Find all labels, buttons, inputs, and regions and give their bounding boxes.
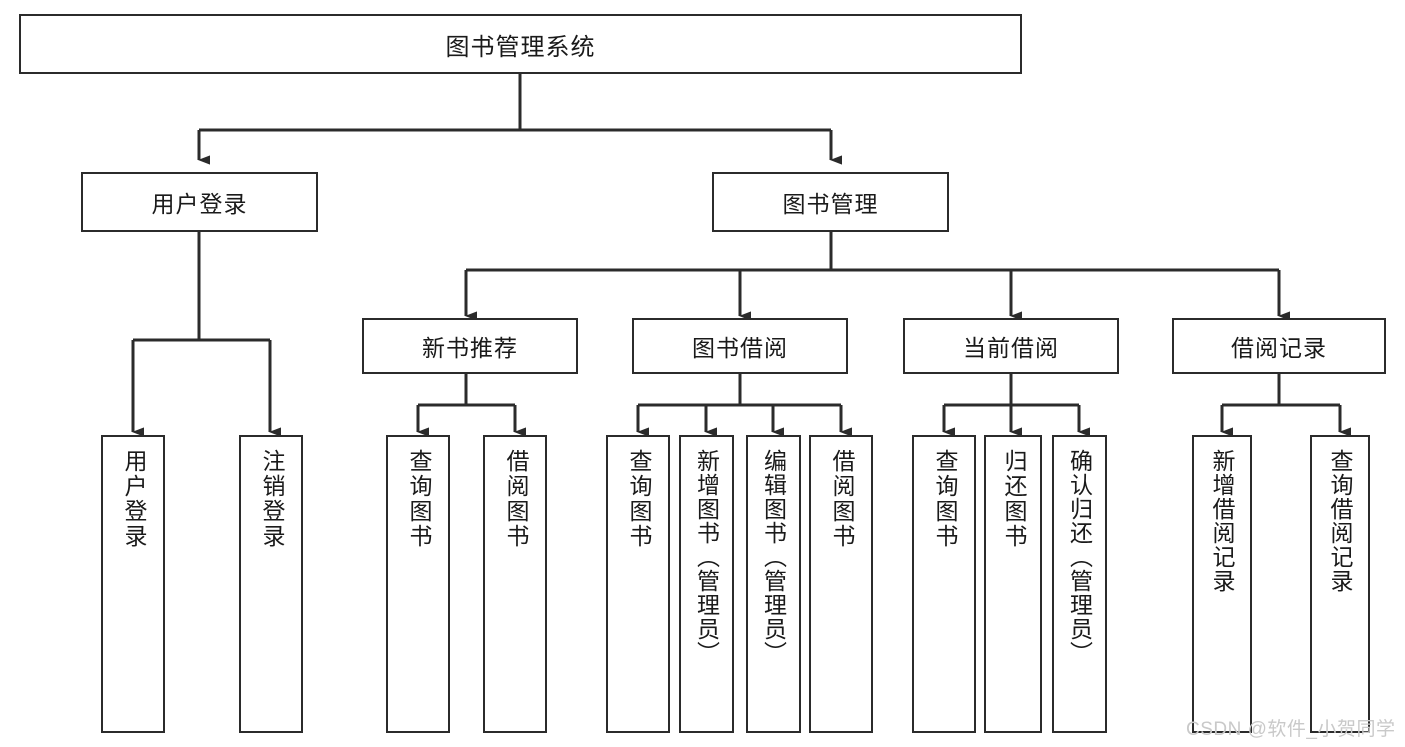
- node-leaf-add-book[interactable]: 新增图书（管理员）: [679, 435, 734, 733]
- node-label: 新增借阅记录: [1209, 449, 1236, 593]
- node-root-system[interactable]: 图书管理系统: [19, 14, 1022, 74]
- node-label: 图书借阅: [692, 335, 788, 361]
- node-leaf-return-book[interactable]: 归还图书: [984, 435, 1042, 733]
- node-borrow-record[interactable]: 借阅记录: [1172, 318, 1386, 374]
- node-label: 注销登录: [258, 449, 285, 549]
- node-label: 图书管理: [782, 191, 879, 217]
- node-label: 编辑图书（管理员）: [760, 449, 787, 665]
- node-label: 新书推荐: [422, 335, 518, 361]
- node-leaf-borrow-book-2[interactable]: 借阅图书: [809, 435, 873, 733]
- node-label: 用户登录: [151, 191, 248, 217]
- node-label: 当前借阅: [963, 335, 1059, 361]
- node-leaf-confirm-return[interactable]: 确认归还（管理员）: [1052, 435, 1107, 733]
- node-leaf-query-book-3[interactable]: 查询图书: [912, 435, 976, 733]
- node-label: 图书管理系统: [445, 33, 596, 61]
- node-leaf-add-record[interactable]: 新增借阅记录: [1192, 435, 1252, 733]
- node-label: 新增图书（管理员）: [693, 449, 720, 665]
- node-leaf-edit-book[interactable]: 编辑图书（管理员）: [746, 435, 801, 733]
- node-leaf-user-login[interactable]: 用户登录: [101, 435, 165, 733]
- node-user-login[interactable]: 用户登录: [81, 172, 318, 232]
- node-label: 查询借阅记录: [1327, 449, 1354, 593]
- node-label: 借阅图书: [502, 449, 529, 549]
- node-label: 归还图书: [1000, 449, 1027, 549]
- node-new-book-recommend[interactable]: 新书推荐: [362, 318, 578, 374]
- csdn-watermark: CSDN @软件_小贺同学: [1186, 719, 1396, 740]
- node-label: 借阅图书: [828, 449, 855, 549]
- node-label: 查询图书: [405, 449, 432, 549]
- node-label: 用户登录: [120, 449, 147, 549]
- node-leaf-borrow-book-1[interactable]: 借阅图书: [483, 435, 547, 733]
- node-leaf-query-record[interactable]: 查询借阅记录: [1310, 435, 1370, 733]
- node-label: 查询图书: [931, 449, 958, 549]
- node-leaf-user-logout[interactable]: 注销登录: [239, 435, 303, 733]
- node-book-manage[interactable]: 图书管理: [712, 172, 949, 232]
- node-label: 借阅记录: [1231, 335, 1327, 361]
- node-leaf-query-book-1[interactable]: 查询图书: [386, 435, 450, 733]
- node-label: 确认归还（管理员）: [1066, 449, 1093, 665]
- node-current-borrow[interactable]: 当前借阅: [903, 318, 1119, 374]
- node-book-borrow[interactable]: 图书借阅: [632, 318, 848, 374]
- node-label: 查询图书: [625, 449, 652, 549]
- node-leaf-query-book-2[interactable]: 查询图书: [606, 435, 670, 733]
